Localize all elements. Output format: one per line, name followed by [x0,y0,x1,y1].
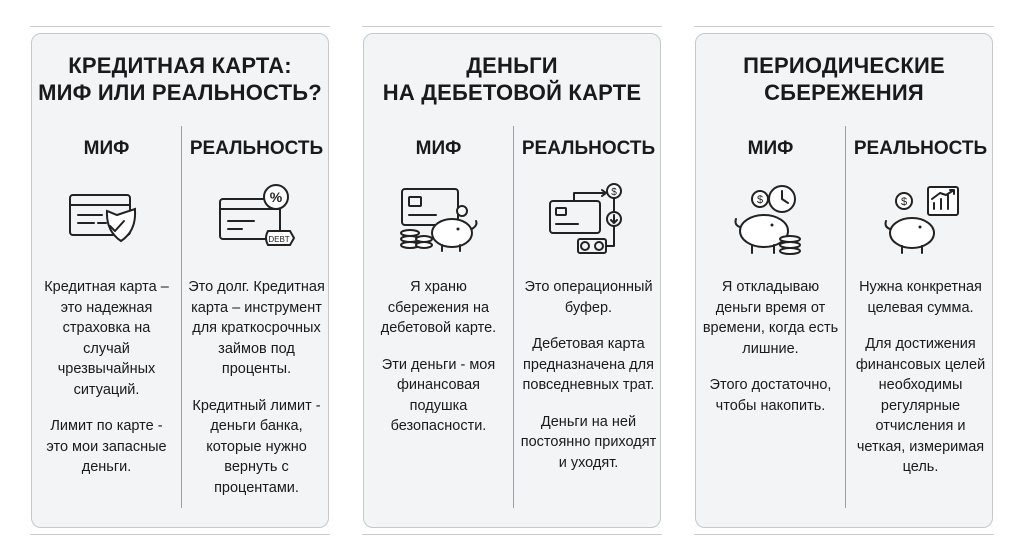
top-separator-2 [362,26,662,27]
reality-heading: РЕАЛЬНОСТЬ [189,138,324,159]
myth-paragraph-1: Я храню сбережения на дебетовой карте. [380,279,497,336]
top-separator-1 [30,26,330,27]
column-divider [513,126,514,508]
column-divider [845,126,846,508]
card-title-line-2: МИФ ИЛИ РЕАЛЬНОСТЬ? [38,80,322,105]
card-title-line-1: ПЕРИОДИЧЕСКИЕ [743,53,945,78]
card-debit-money: ДЕНЬГИ НА ДЕБЕТОВОЙ КАРТЕ МИФ [363,33,661,528]
myth-heading: МИФ [747,138,794,159]
reality-heading: РЕАЛЬНОСТЬ [853,138,988,159]
card-credit-card: КРЕДИТНАЯ КАРТА: МИФ ИЛИ РЕАЛЬНОСТЬ? МИФ… [31,33,329,528]
reality-paragraph-2: Для достижения финансовых целей необходи… [855,336,986,475]
card-title: ДЕНЬГИ НА ДЕБЕТОВОЙ КАРТЕ [364,52,660,106]
reality-paragraph-1: Это операционный буфер. [524,279,653,316]
myth-paragraph-1: Я откладываю деньги время от времени, ко… [702,279,839,357]
card-title-line-2: СБЕРЕЖЕНИЯ [764,80,924,105]
reality-heading: РЕАЛЬНОСТЬ [521,138,656,159]
card-money-flow-icon: $ [544,181,634,259]
myth-heading: МИФ [83,138,130,159]
bottom-separator-1 [30,534,330,535]
reality-paragraph-3: Деньги на ней постоянно приходят и уходя… [520,413,657,471]
reality-text: Нужна конкретная целевая сумма. Для дост… [852,277,989,494]
myth-paragraph-2: Этого достаточно, чтобы накопить. [709,377,832,414]
debt-label: DEBT [268,235,289,244]
column-divider [181,126,182,508]
myth-paragraph-2: Лимит по карте - это мои запасные деньги… [46,418,167,475]
reality-paragraph-1: Это долг. Кредитная карта – инструмент д… [188,279,325,377]
myth-paragraph-2: Эти деньги - моя финансовая подушка безо… [381,356,496,435]
myth-text: Я храню сбережения на дебетовой карте. Э… [370,277,507,453]
myth-heading: МИФ [415,138,462,159]
dollar-label: $ [756,194,762,206]
card-periodic-savings: ПЕРИОДИЧЕСКИЕ СБЕРЕЖЕНИЯ МИФ $ Я отклады… [695,33,993,528]
dollar-label: $ [611,187,617,198]
piggy-bank-chart-icon: $ [876,181,966,259]
card-title-line-2: НА ДЕБЕТОВОЙ КАРТЕ [382,80,642,105]
piggy-bank-clock-icon: $ [726,181,816,259]
reality-paragraph-1: Нужна конкретная целевая сумма. [859,279,982,316]
percent-label: % [269,189,282,205]
myth-text: Кредитная карта – это надежная страховка… [38,277,175,494]
dollar-label: $ [900,196,906,208]
reality-text: Это долг. Кредитная карта – инструмент д… [188,277,325,514]
myth-paragraph-1: Кредитная карта – это надежная страховка… [44,279,169,398]
card-title-line-1: ДЕНЬГИ [466,53,558,78]
card-title-line-1: КРЕДИТНАЯ КАРТА: [68,53,292,78]
card-shield-icon [62,181,152,259]
reality-paragraph-2: Дебетовая карта предназначена для повсед… [522,336,655,393]
bottom-separator-2 [362,534,662,535]
card-title: ПЕРИОДИЧЕСКИЕ СБЕРЕЖЕНИЯ [696,52,992,106]
card-piggy-bank-icon [394,181,484,259]
card-title: КРЕДИТНАЯ КАРТА: МИФ ИЛИ РЕАЛЬНОСТЬ? [32,52,328,106]
myth-text: Я откладываю деньги время от времени, ко… [702,277,839,432]
bottom-separator-3 [694,534,994,535]
reality-paragraph-2: Кредитный лимит - деньги банка, которые … [192,397,321,496]
card-debt-icon: % DEBT [212,181,302,259]
reality-text: Это операционный буфер. Дебетовая карта … [520,277,657,489]
top-separator-3 [694,26,994,27]
